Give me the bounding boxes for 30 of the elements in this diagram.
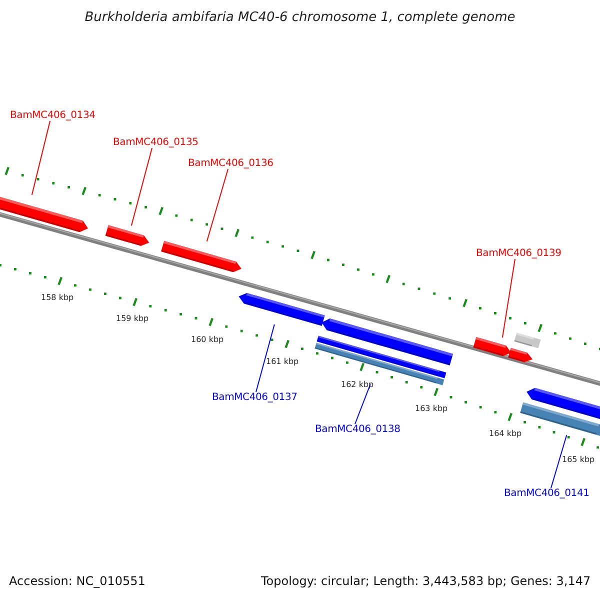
- scale-label: 162 kbp: [341, 380, 374, 389]
- scale-label: 160 kbp: [191, 335, 224, 344]
- gene-feature: [161, 240, 243, 274]
- diagram-title: Burkholderia ambifaria MC40-6 chromosome 1, complete genome: [84, 10, 516, 25]
- gene-label: BamMC406_0137: [212, 392, 298, 403]
- footer-text: Topology: circular; Length: 3,443,583 bp; Genes: 3,147: [261, 574, 591, 588]
- scale-label: 164 kbp: [489, 429, 522, 438]
- gene-feature: [508, 348, 534, 364]
- leader-line: [31, 120, 50, 196]
- gene-feature: [473, 336, 513, 358]
- scale-label: 158 kbp: [41, 293, 74, 302]
- gene-feature: [237, 290, 325, 326]
- scale-label: 159 kbp: [116, 314, 149, 323]
- leader-line: [256, 324, 275, 392]
- scale-label: 165 kbp: [562, 455, 595, 464]
- gene-label: BamMC406_0138: [315, 424, 400, 435]
- leader-line: [502, 258, 516, 338]
- gene-feature: [105, 224, 151, 248]
- scale-label: 161 kbp: [266, 357, 299, 366]
- gene-label: BamMC406_0134: [10, 110, 96, 121]
- gene-label: BamMC406_0139: [476, 248, 562, 259]
- gene-label: BamMC406_0141: [504, 488, 590, 499]
- footer-text: Accession: NC_010551: [9, 574, 146, 588]
- gene-bar: [520, 402, 600, 436]
- gene-label: BamMC406_0136: [188, 158, 274, 169]
- gene-label: BamMC406_0135: [113, 137, 198, 148]
- scale-label: 163 kbp: [415, 404, 448, 413]
- leader-line: [550, 434, 568, 488]
- leader-line: [130, 148, 152, 226]
- gene-bar: [514, 332, 540, 348]
